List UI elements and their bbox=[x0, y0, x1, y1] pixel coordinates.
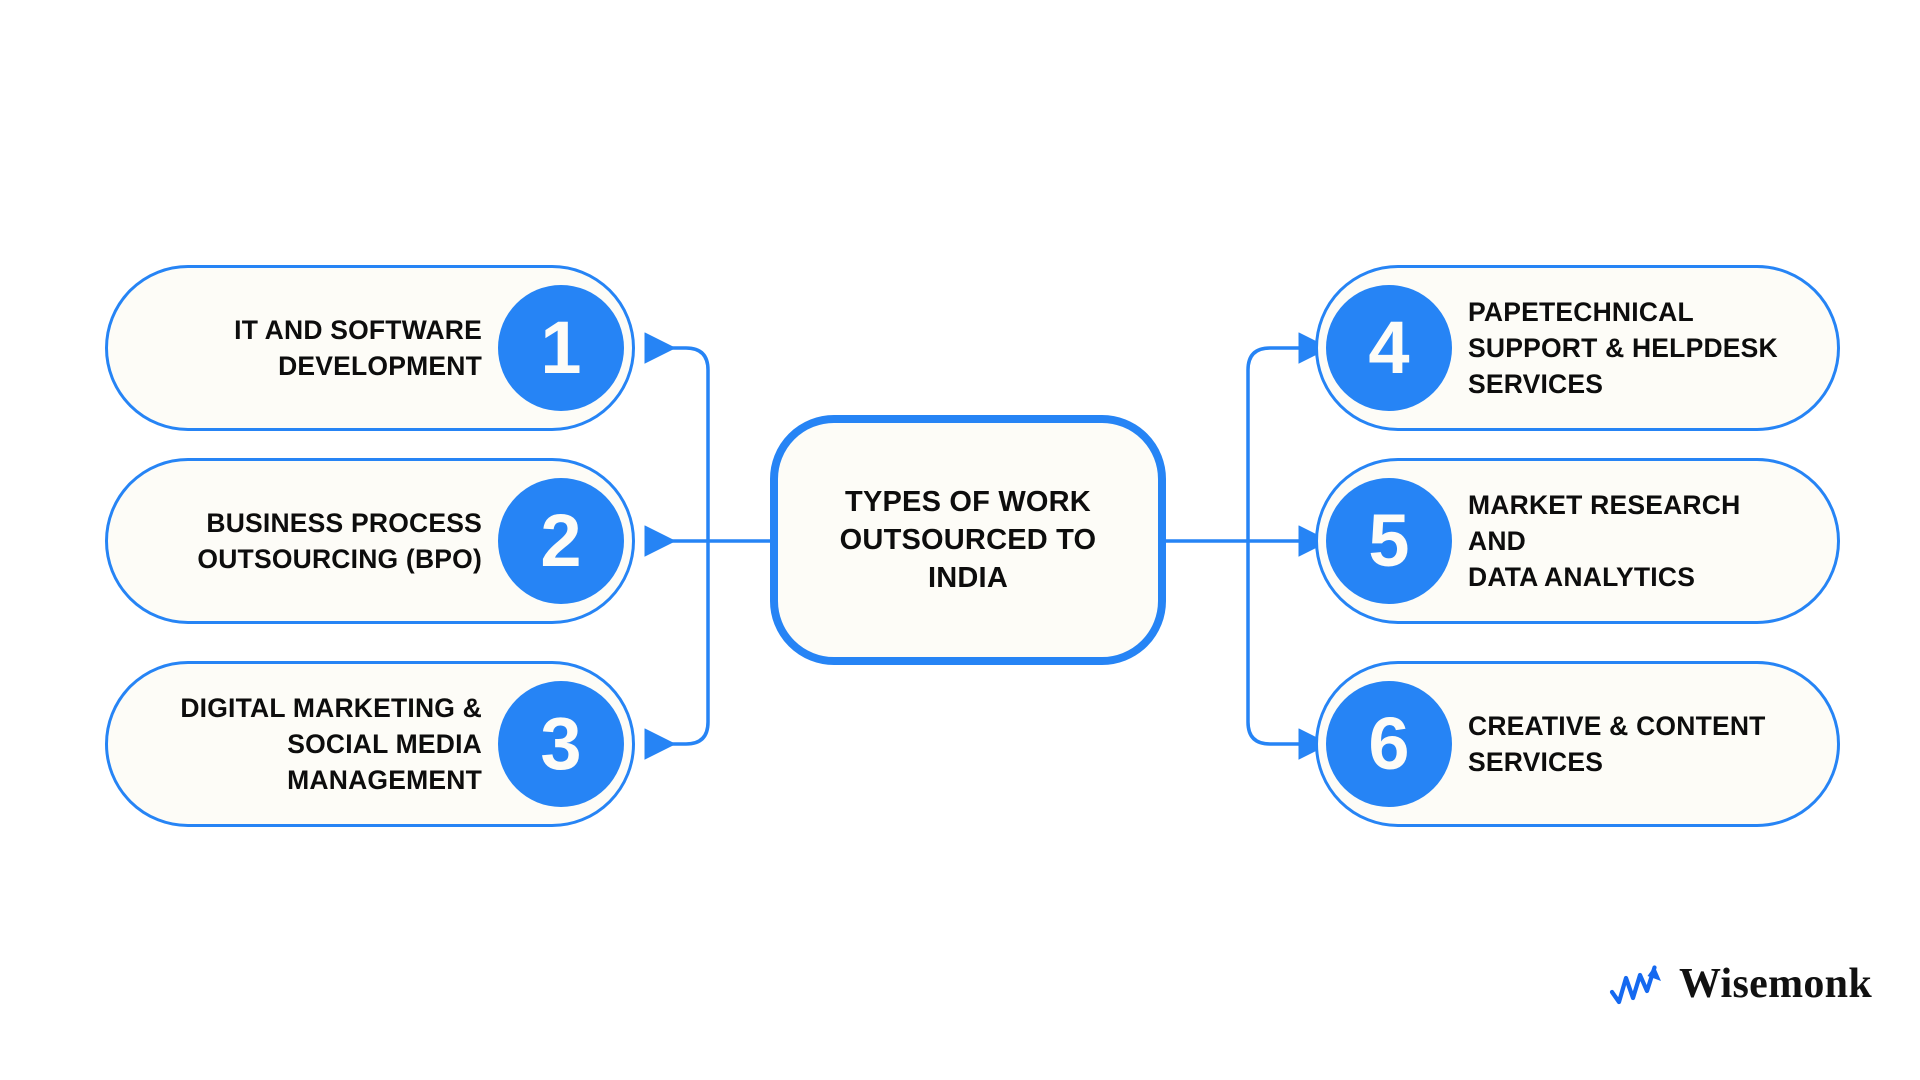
branch-card-5-label: MARKET RESEARCH AND DATA ANALYTICS bbox=[1468, 489, 1741, 593]
branch-card-4-number-badge: 4 bbox=[1326, 285, 1452, 411]
branch-card-5-number-badge: 5 bbox=[1326, 478, 1452, 604]
branch-card-1[interactable]: IT AND SOFTWARE DEVELOPMENT 1 bbox=[105, 265, 635, 431]
branch-card-4-number: 4 bbox=[1368, 306, 1410, 389]
branch-card-3-label: DIGITAL MARKETING & SOCIAL MEDIA MANAGEM… bbox=[180, 692, 482, 796]
branch-card-3-number: 3 bbox=[540, 702, 582, 785]
branch-card-5-number: 5 bbox=[1368, 499, 1410, 582]
branch-card-6[interactable]: 6 CREATIVE & CONTENT SERVICES bbox=[1315, 661, 1840, 827]
connector-hub-to-branch-4 bbox=[1246, 332, 1330, 541]
branch-card-6-number-badge: 6 bbox=[1326, 681, 1452, 807]
branch-card-1-number: 1 bbox=[540, 306, 582, 389]
brand-logo: Wisemonk bbox=[1609, 960, 1872, 1008]
zigzag-arrow-up-icon bbox=[1609, 965, 1661, 1005]
connector-hub-to-branch-1 bbox=[644, 332, 710, 541]
branch-card-4-label: PAPETECHNICAL SUPPORT & HELPDESK SERVICE… bbox=[1468, 296, 1778, 400]
branch-card-3-number-badge: 3 bbox=[498, 681, 624, 807]
branch-card-4[interactable]: 4 PAPETECHNICAL SUPPORT & HELPDESK SERVI… bbox=[1315, 265, 1840, 431]
branch-card-1-number-badge: 1 bbox=[498, 285, 624, 411]
branch-card-2-label: BUSINESS PROCESS OUTSOURCING (BPO) bbox=[197, 507, 482, 574]
connector-hub-to-branch-6 bbox=[1246, 541, 1330, 760]
branch-card-6-number: 6 bbox=[1368, 702, 1410, 785]
branch-card-2-number: 2 bbox=[540, 499, 582, 582]
branch-card-5[interactable]: 5 MARKET RESEARCH AND DATA ANALYTICS bbox=[1315, 458, 1840, 624]
branch-card-2[interactable]: BUSINESS PROCESS OUTSOURCING (BPO) 2 bbox=[105, 458, 635, 624]
branch-card-6-label: CREATIVE & CONTENT SERVICES bbox=[1468, 710, 1766, 777]
brand-name: Wisemonk bbox=[1679, 961, 1872, 1007]
connector-hub-to-branch-3 bbox=[644, 541, 710, 760]
branch-card-1-label: IT AND SOFTWARE DEVELOPMENT bbox=[234, 314, 482, 381]
center-hub-label: TYPES OF WORK OUTSOURCED TO INDIA bbox=[839, 485, 1097, 595]
center-hub-node[interactable]: TYPES OF WORK OUTSOURCED TO INDIA bbox=[770, 415, 1166, 665]
branch-card-3[interactable]: DIGITAL MARKETING & SOCIAL MEDIA MANAGEM… bbox=[105, 661, 635, 827]
branch-card-2-number-badge: 2 bbox=[498, 478, 624, 604]
